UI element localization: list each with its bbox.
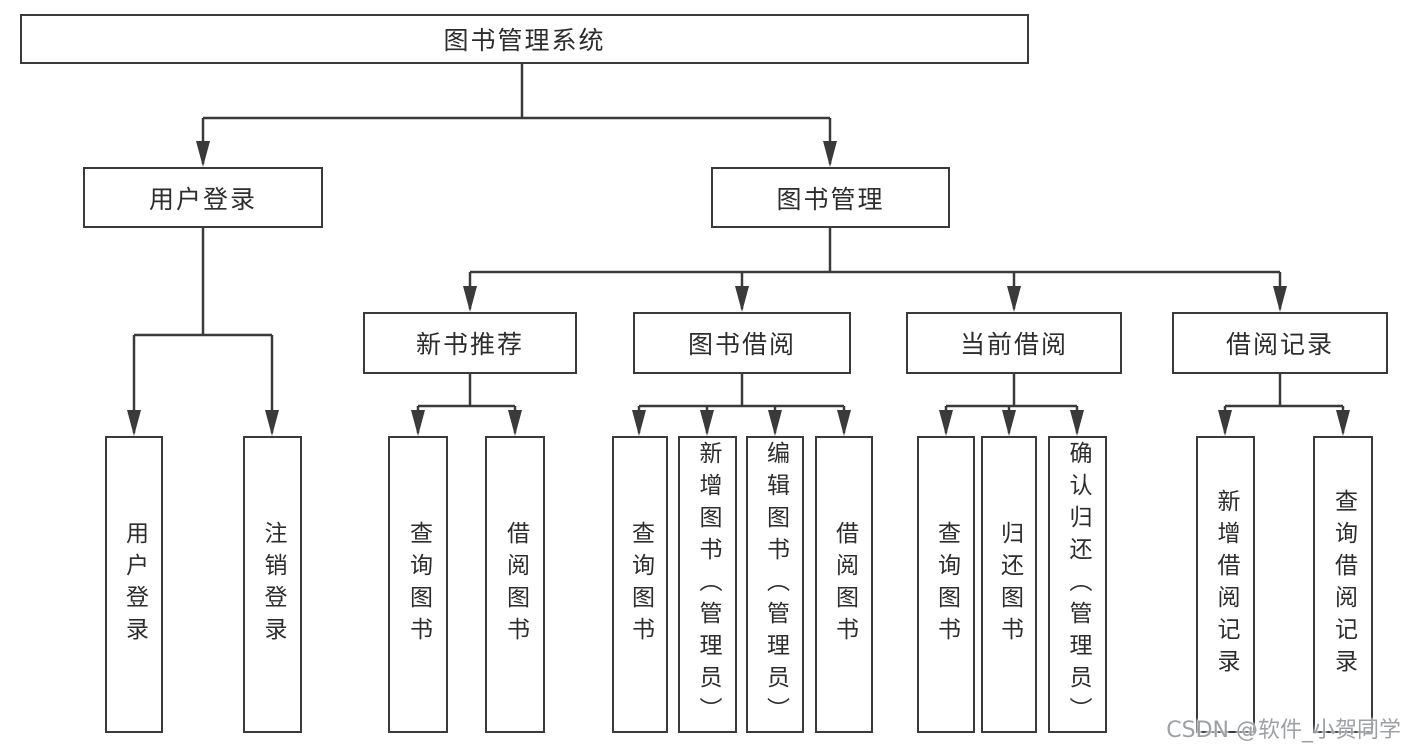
node-new-book-recommend: 新书推荐 <box>363 312 577 374</box>
leaf-return-books: 归还图书 <box>981 436 1037 733</box>
leaf-query-borrow-record: 查询借阅记录 <box>1313 436 1373 733</box>
node-book-borrow: 图书借阅 <box>633 312 851 374</box>
leaf-query-books-recommend: 查询图书 <box>388 436 448 733</box>
node-borrow-records: 借阅记录 <box>1172 312 1388 374</box>
leaf-add-books-admin: 新增图书（管理员） <box>678 436 737 733</box>
leaf-logout: 注销登录 <box>243 436 302 733</box>
leaf-user-login: 用户登录 <box>105 436 163 733</box>
leaf-confirm-return-admin: 确认归还（管理员） <box>1048 436 1107 733</box>
leaf-edit-books-admin: 编辑图书（管理员） <box>746 436 804 733</box>
csdn-watermark: CSDN @软件_小贺同学 <box>1166 718 1401 743</box>
leaf-borrow-books: 借阅图书 <box>815 436 873 733</box>
leaf-query-books-current: 查询图书 <box>917 436 975 733</box>
node-book-management: 图书管理 <box>711 167 950 228</box>
leaf-borrow-books-recommend: 借阅图书 <box>485 436 545 733</box>
node-book-management-system: 图书管理系统 <box>20 14 1029 64</box>
node-user-login: 用户登录 <box>83 167 323 228</box>
leaf-query-books-borrow: 查询图书 <box>612 436 668 733</box>
leaf-add-borrow-record: 新增借阅记录 <box>1196 436 1255 733</box>
node-current-borrow: 当前借阅 <box>906 312 1122 374</box>
